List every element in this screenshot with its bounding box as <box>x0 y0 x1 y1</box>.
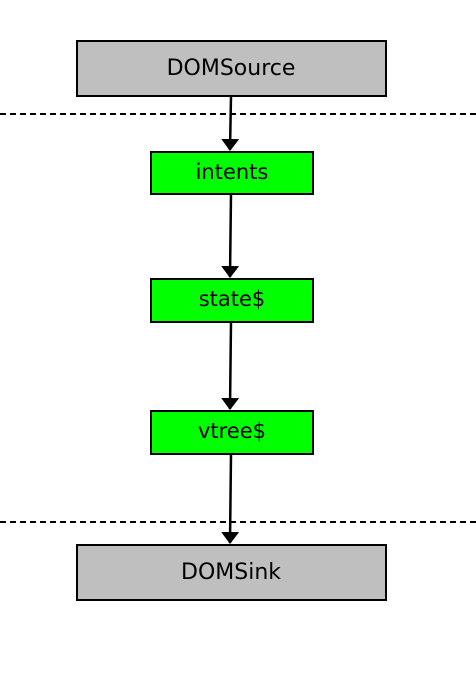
node-domsource: DOMSource <box>76 40 387 97</box>
node-vtree: vtree$ <box>150 410 314 455</box>
arrow-state-to-vtree <box>221 321 240 410</box>
arrow-domsource-to-intents <box>221 95 240 151</box>
arrow-intents-to-state <box>221 193 240 278</box>
node-domsource-label: DOMSource <box>167 56 296 81</box>
node-intents-box <box>150 151 314 195</box>
node-domsink: DOMSink <box>76 544 387 601</box>
node-domsink-label: DOMSink <box>181 560 281 585</box>
arrow-vtree-to-domsink <box>221 453 240 544</box>
node-state: state$ <box>150 278 314 323</box>
node-domsource-box <box>76 40 387 97</box>
node-vtree-label: vtree$ <box>198 419 266 443</box>
node-intents: intents <box>150 151 314 195</box>
node-domsink-box <box>76 544 387 601</box>
node-intents-label: intents <box>196 160 269 184</box>
node-vtree-box <box>150 410 314 455</box>
node-state-label: state$ <box>199 287 266 311</box>
node-state-box <box>150 278 314 323</box>
